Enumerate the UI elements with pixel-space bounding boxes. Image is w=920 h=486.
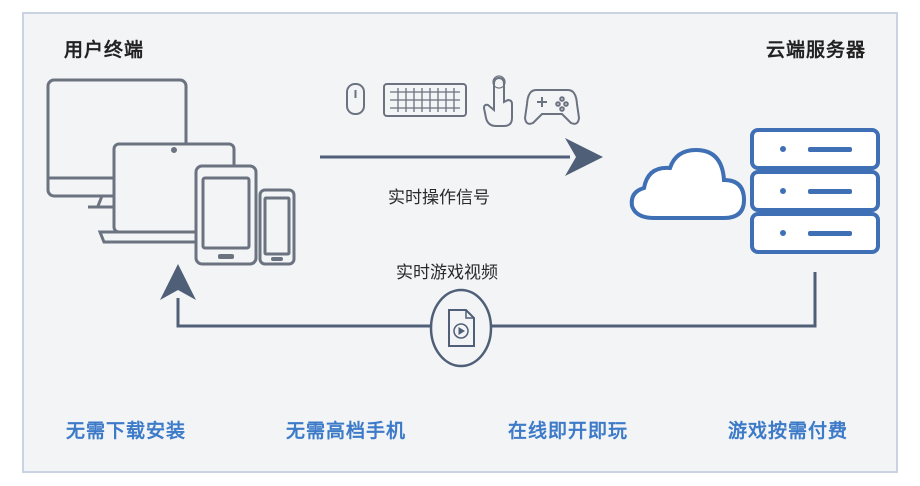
mouse-icon [346,83,365,115]
upstream-label: 实时操作信号 [388,188,490,208]
cloud-icon [629,147,747,220]
client-heading: 用户终端 [64,39,145,61]
feature-no-install: 无需下载安装 [66,420,187,442]
feature-instant-play: 在线即开即玩 [508,420,629,442]
video-file-icon [429,288,493,368]
downstream-arrowhead [160,264,196,300]
server-heading: 云端服务器 [766,39,867,61]
feature-pay-per-use: 游戏按需付费 [728,420,849,442]
downstream-arrow [176,272,817,328]
feature-no-highend-phone: 无需高档手机 [286,420,407,442]
server-rack-icon [750,128,880,254]
keyboard-icon [383,83,467,117]
downstream-label: 实时游戏视频 [396,263,498,283]
tablet-icon [194,164,258,266]
touch-hand-icon [482,75,513,127]
upstream-arrow [320,138,603,176]
gamepad-icon [523,89,581,125]
phone-icon [258,188,296,266]
